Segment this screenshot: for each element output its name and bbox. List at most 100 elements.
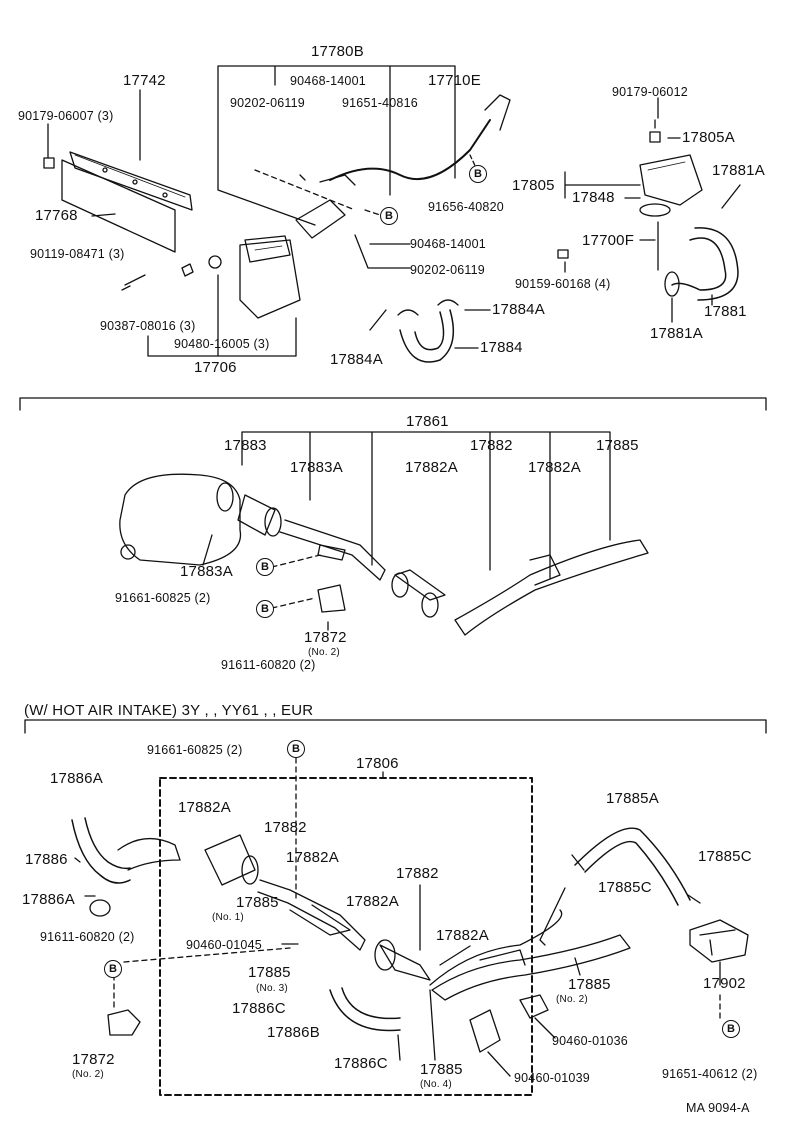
pipe-17882-run <box>279 519 649 636</box>
label-17885: 17885 <box>596 437 639 454</box>
ref-mark-b: B <box>104 960 122 978</box>
label-17882-a-bottom: 17882 <box>264 819 307 836</box>
label-17885-no2: 17885 <box>568 976 611 993</box>
label-17881A-b: 17881A <box>650 325 703 342</box>
divider-top <box>19 397 767 411</box>
label-91656-40820: 91656-40820 <box>428 200 504 214</box>
label-17881: 17881 <box>704 303 747 320</box>
hose-17886B <box>329 989 401 1032</box>
hose-17885A <box>571 827 701 906</box>
leader-90202b <box>354 234 411 269</box>
cable <box>329 119 491 181</box>
label-90480-16005: 90480-16005 (3) <box>174 337 270 351</box>
leader-17805 <box>564 171 641 199</box>
bracket-17861 <box>241 431 611 579</box>
screw-90387 <box>181 263 194 277</box>
label-90460-01045: 90460-01045 <box>186 938 262 952</box>
label-17882: 17882 <box>470 437 513 454</box>
bracket-mid-a <box>317 544 346 561</box>
label-17883: 17883 <box>224 437 267 454</box>
dash-link <box>254 169 381 216</box>
label-17872-mid-sub: (No. 2) <box>308 647 340 658</box>
label-90179-06007: 90179-06007 (3) <box>18 109 114 123</box>
ref-mark-b: B <box>256 600 274 618</box>
leader-B-left-b <box>123 947 291 963</box>
ref-mark-b: B <box>380 207 398 225</box>
leader-17706 <box>147 274 297 357</box>
label-17886B: 17886B <box>267 1024 320 1041</box>
leader-91661-mid <box>271 554 321 568</box>
label-17885-no3-sub: (No. 3) <box>256 983 288 994</box>
label-17780B: 17780B <box>311 43 364 60</box>
label-17872-mid: 17872 <box>304 629 347 646</box>
footer-code: MA 9094-A <box>686 1101 750 1115</box>
label-17882A-a: 17882A <box>405 459 458 476</box>
leader-17700F <box>639 221 659 271</box>
label-17805: 17805 <box>512 177 555 194</box>
label-17882A-d-bottom: 17882A <box>436 927 489 944</box>
label-90179-06012: 90179-06012 <box>612 85 688 99</box>
label-90387-08016: 90387-08016 (3) <box>100 319 196 333</box>
leader-17885-no4 <box>429 989 436 1061</box>
label-90202-06119-b: 90202-06119 <box>410 263 485 277</box>
label-17861: 17861 <box>406 413 449 430</box>
label-17884: 17884 <box>480 339 523 356</box>
label-17882-b-bottom: 17882 <box>396 865 439 882</box>
label-17885A: 17885A <box>606 790 659 807</box>
bracket-17872-bottom <box>107 1009 141 1036</box>
box-17706 <box>239 235 301 319</box>
label-17706: 17706 <box>194 359 237 376</box>
pipe-17885-no2 <box>429 909 631 1001</box>
leader-17885C-b <box>539 887 566 946</box>
hose-17884 <box>397 299 459 363</box>
leader-17768 <box>91 213 116 217</box>
hose-17886 <box>71 817 181 917</box>
label-17882A-c-bottom: 17882A <box>346 893 399 910</box>
label-17886A-b: 17886A <box>22 891 75 908</box>
bracket-mid-b <box>317 584 346 613</box>
label-17884A-a: 17884A <box>492 301 545 318</box>
label-90460-01036: 90460-01036 <box>552 1034 628 1048</box>
ref-mark-b: B <box>722 1020 740 1038</box>
label-17902: 17902 <box>703 975 746 992</box>
leader-17780B <box>217 65 456 226</box>
label-90468-14001-b: 90468-14001 <box>410 237 486 251</box>
label-17886: 17886 <box>25 851 68 868</box>
leader-17886 <box>74 857 81 863</box>
leader-90460-01036 <box>534 1017 556 1039</box>
label-17883A-a: 17883A <box>290 459 343 476</box>
screw-90119 <box>121 274 146 291</box>
leader-90460-01039 <box>487 1051 511 1077</box>
label-17710E: 17710E <box>428 72 481 89</box>
label-90159-60168: 90159-60168 (4) <box>515 277 611 291</box>
label-17806: 17806 <box>356 755 399 772</box>
label-17886C-a: 17886C <box>232 1000 286 1017</box>
label-17848: 17848 <box>572 189 615 206</box>
ref-mark-b: B <box>469 165 487 183</box>
label-17885-no1: 17885 <box>236 894 279 911</box>
label-90460-01039: 90460-01039 <box>514 1071 590 1085</box>
bolt-90179-06007 <box>43 157 55 169</box>
leader-17885-no2 <box>574 957 581 976</box>
label-91611-60820-mid: 91611-60820 (2) <box>221 658 316 672</box>
leader-91611-mid <box>271 597 316 609</box>
label-17885-no4-sub: (No. 4) <box>420 1079 452 1090</box>
divider-bottom <box>24 719 767 734</box>
label-17882A-a-bottom: 17882A <box>178 799 231 816</box>
label-17881A-a: 17881A <box>712 162 765 179</box>
label-17700F: 17700F <box>582 232 635 249</box>
part-90460-01039 <box>469 1009 501 1053</box>
label-17882A-b: 17882A <box>528 459 581 476</box>
label-90119-08471: 90119-08471 (3) <box>30 247 125 261</box>
label-17885-no2-sub: (No. 2) <box>556 994 588 1005</box>
label-17885-no1-sub: (No. 1) <box>212 912 244 923</box>
label-17885-no4: 17885 <box>420 1061 463 1078</box>
label-17882A-b-bottom: 17882A <box>286 849 339 866</box>
leader-17882A-d <box>439 945 471 966</box>
label-17742: 17742 <box>123 72 166 89</box>
label-91611-60820-bottom: 91611-60820 (2) <box>40 930 135 944</box>
label-91661-60825-mid: 91661-60825 (2) <box>115 591 211 605</box>
label-17805A: 17805A <box>682 129 735 146</box>
label-17884A-b: 17884A <box>330 351 383 368</box>
section-title: (W/ HOT AIR INTAKE) 3Y , , YY61 , , EUR <box>24 702 314 719</box>
